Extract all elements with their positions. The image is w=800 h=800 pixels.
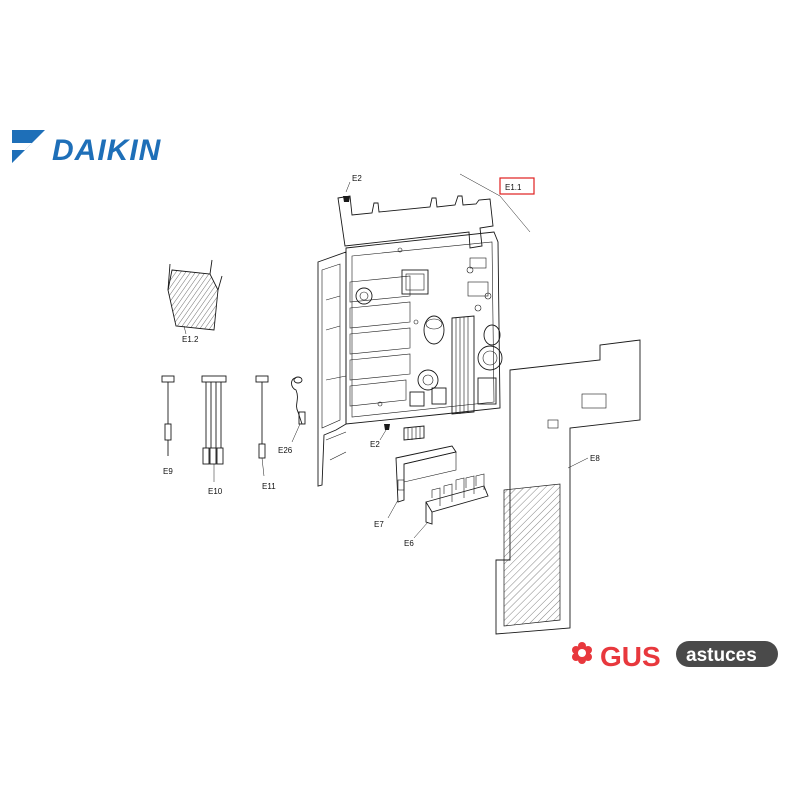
part-e10-wire-harness: E10 bbox=[201, 375, 227, 496]
label-e2-middle: E2 bbox=[370, 440, 380, 449]
label-e26: E26 bbox=[278, 446, 293, 455]
gusastuces-watermark: GUS astuces bbox=[572, 641, 778, 672]
watermark-astuces-pill bbox=[676, 641, 778, 667]
label-e1-2: E1.2 bbox=[182, 335, 199, 344]
part-e26-sensor: E26 bbox=[278, 376, 306, 455]
label-e10: E10 bbox=[208, 487, 223, 496]
part-e1-1-control-box: E1.1 bbox=[317, 173, 535, 487]
label-e2-top: E2 bbox=[352, 174, 362, 183]
label-e1-1: E1.1 bbox=[505, 183, 522, 192]
watermark-gus: GUS bbox=[600, 641, 661, 672]
label-e9: E9 bbox=[163, 467, 173, 476]
part-e2-screw-top: E2 bbox=[343, 174, 362, 202]
label-e8: E8 bbox=[590, 454, 600, 463]
part-e7-bracket: E7 bbox=[374, 445, 457, 529]
part-terminal-block bbox=[403, 425, 425, 441]
part-e8-insulation-sheet: E8 bbox=[495, 339, 641, 635]
part-e2-screw-middle: E2 bbox=[370, 424, 390, 449]
label-e11: E11 bbox=[262, 482, 276, 491]
daikin-logo: DAIKIN bbox=[12, 130, 162, 167]
label-e6: E6 bbox=[404, 539, 414, 548]
part-e1-2-cover: E1.2 bbox=[167, 259, 223, 344]
part-e9-wire: E9 bbox=[161, 375, 175, 476]
brand-name: DAIKIN bbox=[52, 134, 162, 167]
label-e7: E7 bbox=[374, 520, 384, 529]
gear-flower-icon bbox=[572, 642, 592, 664]
watermark-astuces: astuces bbox=[686, 645, 757, 666]
part-e6-heatsink: E6 bbox=[404, 473, 489, 548]
e1-1-highlight-box bbox=[499, 177, 535, 195]
part-e11-wire: E11 bbox=[255, 375, 276, 491]
